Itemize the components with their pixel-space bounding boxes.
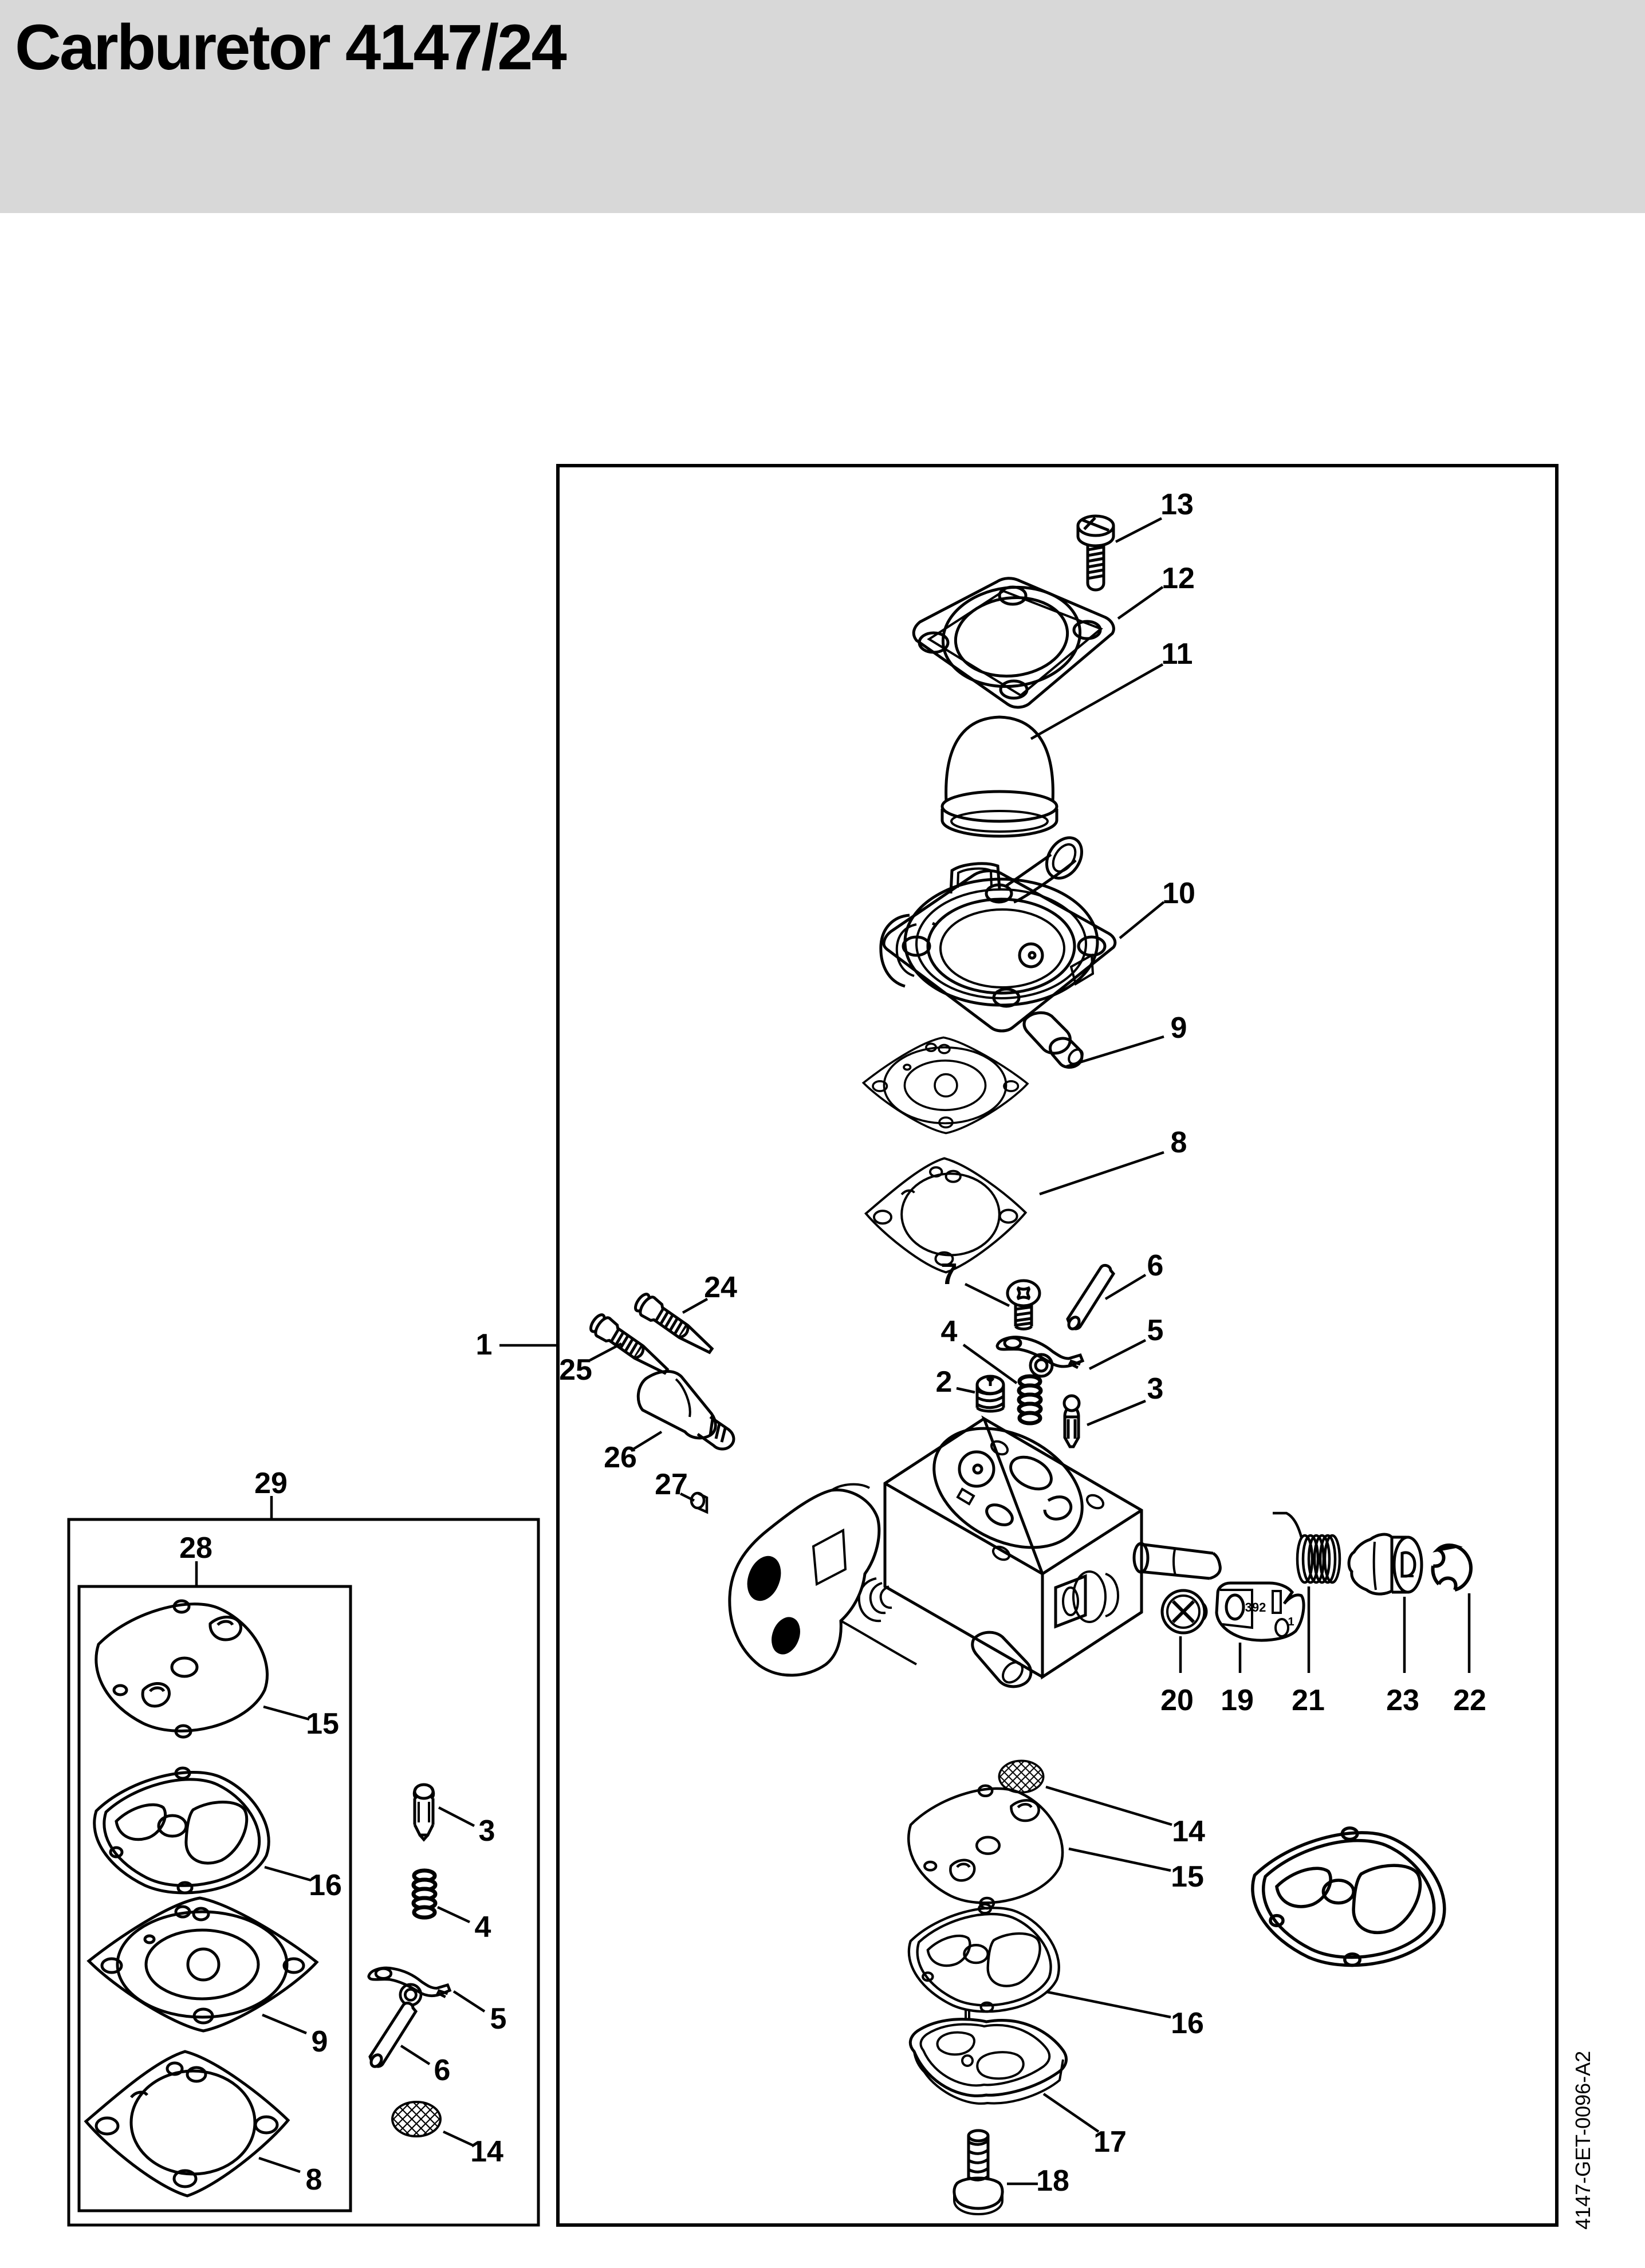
part-callout-c8l: 8 [306, 2163, 322, 2196]
part-callout-c14l: 14 [470, 2135, 503, 2168]
part-callout-c1: 1 [476, 1328, 493, 1361]
part-callout-c24: 24 [704, 1271, 737, 1304]
main-assembly-box [556, 464, 1559, 2227]
part-callout-c29: 29 [254, 1467, 288, 1500]
plug-27-drawing [690, 1491, 709, 1514]
kit-box-29 [67, 1518, 540, 2227]
cover-plate-12-drawing [912, 577, 1115, 709]
part-callout-c10: 10 [1162, 877, 1195, 910]
part-callout-c4m: 4 [941, 1315, 958, 1348]
part-callout-c26: 26 [604, 1441, 637, 1474]
document-code: 4147-GET-0096-A2 [1571, 2051, 1595, 2230]
part-callout-c23: 23 [1386, 1684, 1419, 1717]
part-callout-c9m: 9 [1171, 1011, 1187, 1045]
part-callout-c16m: 16 [1171, 2007, 1204, 2040]
part-callout-c25: 25 [559, 1353, 592, 1387]
kit-plate-15-drawing [96, 1601, 267, 1737]
kit-pin-6-drawing [369, 2003, 416, 2068]
part-callout-c28: 28 [179, 1531, 212, 1565]
spring-4-drawing [1019, 1376, 1041, 1423]
plug-26-drawing [636, 1370, 735, 1451]
valve-2-drawing [975, 1375, 1005, 1413]
screw-7-drawing [1006, 1279, 1041, 1330]
lever-5-drawing [997, 1337, 1083, 1376]
part-callout-c27: 27 [655, 1468, 688, 1501]
part-callout-c2m: 2 [936, 1365, 953, 1399]
throttle-disc-20-drawing [1160, 1589, 1208, 1635]
kit-needle-3-drawing [412, 1783, 435, 1842]
pump-diaphragm-9-drawing [862, 1036, 1029, 1135]
kit-lever-5-drawing [369, 1968, 450, 2005]
screen-14-drawing [998, 1759, 1045, 1794]
part-callout-c8m: 8 [1171, 1126, 1187, 1159]
part-callout-c15l: 15 [306, 1707, 339, 1741]
kit-box-28 [77, 1585, 352, 2212]
pump-gasket-8-drawing [864, 1157, 1027, 1274]
kit-diaphragm-9-drawing [89, 1898, 317, 2031]
part-callout-c17: 17 [1093, 2125, 1127, 2159]
choke-lever-19-drawing [1215, 1581, 1305, 1642]
kit-screen-14-drawing [391, 2101, 442, 2137]
spring-21-drawing [1273, 1511, 1341, 1584]
part-callout-c7: 7 [941, 1258, 958, 1291]
part-callout-c12: 12 [1162, 562, 1195, 595]
part-callout-c14m: 14 [1172, 1815, 1205, 1848]
part-callout-c3l: 3 [479, 1814, 495, 1848]
e-clip-22-drawing [1431, 1544, 1473, 1592]
carburetor-body-drawing [728, 1415, 1222, 1688]
part-callout-c6m: 6 [1147, 1249, 1164, 1282]
part-callout-c6l: 6 [434, 2054, 451, 2087]
part-callout-c19: 19 [1221, 1684, 1254, 1717]
cover-17-drawing [908, 2010, 1068, 2105]
part-callout-c4l: 4 [475, 1911, 491, 1944]
part-callout-c16l: 16 [309, 1869, 342, 1902]
lever-19-digit: 1 [1288, 1616, 1294, 1628]
part-callout-c20: 20 [1160, 1684, 1194, 1717]
part-callout-c11: 11 [1162, 637, 1193, 671]
part-callout-c18: 18 [1036, 2164, 1069, 2198]
screw-18-drawing [953, 2129, 1004, 2216]
kit-gasket-8-drawing [86, 2052, 288, 2196]
leader-lines [195, 517, 1471, 2186]
primer-bulb-11-drawing [940, 715, 1058, 838]
gasket-16-drawing [909, 1904, 1059, 2011]
part-callout-c22: 22 [1453, 1684, 1486, 1717]
part-callout-c13: 13 [1160, 488, 1194, 521]
page-title: Carburetor 4147/24 [15, 11, 567, 83]
screw-13-drawing [1076, 514, 1115, 592]
header-band [0, 0, 1645, 213]
plate-15-drawing [908, 1786, 1062, 1908]
part-callout-c3m: 3 [1147, 1372, 1164, 1405]
kit-gasket-16-drawing [95, 1768, 269, 1893]
lever-19-marking: 392 [1245, 1600, 1266, 1615]
gasket-16-extra-drawing [1253, 1828, 1445, 1966]
part-callout-c21: 21 [1292, 1684, 1325, 1717]
needle-3-drawing [1064, 1396, 1079, 1447]
sleeve-23-drawing [1347, 1533, 1423, 1596]
kit-spring-4-drawing [414, 1871, 435, 1917]
pump-body-10-drawing [879, 836, 1117, 1069]
part-callout-c9l: 9 [312, 2025, 328, 2058]
part-callout-c5m: 5 [1147, 1314, 1164, 1347]
part-callout-c15m: 15 [1171, 1860, 1204, 1893]
part-callout-c5l: 5 [490, 2002, 507, 2035]
